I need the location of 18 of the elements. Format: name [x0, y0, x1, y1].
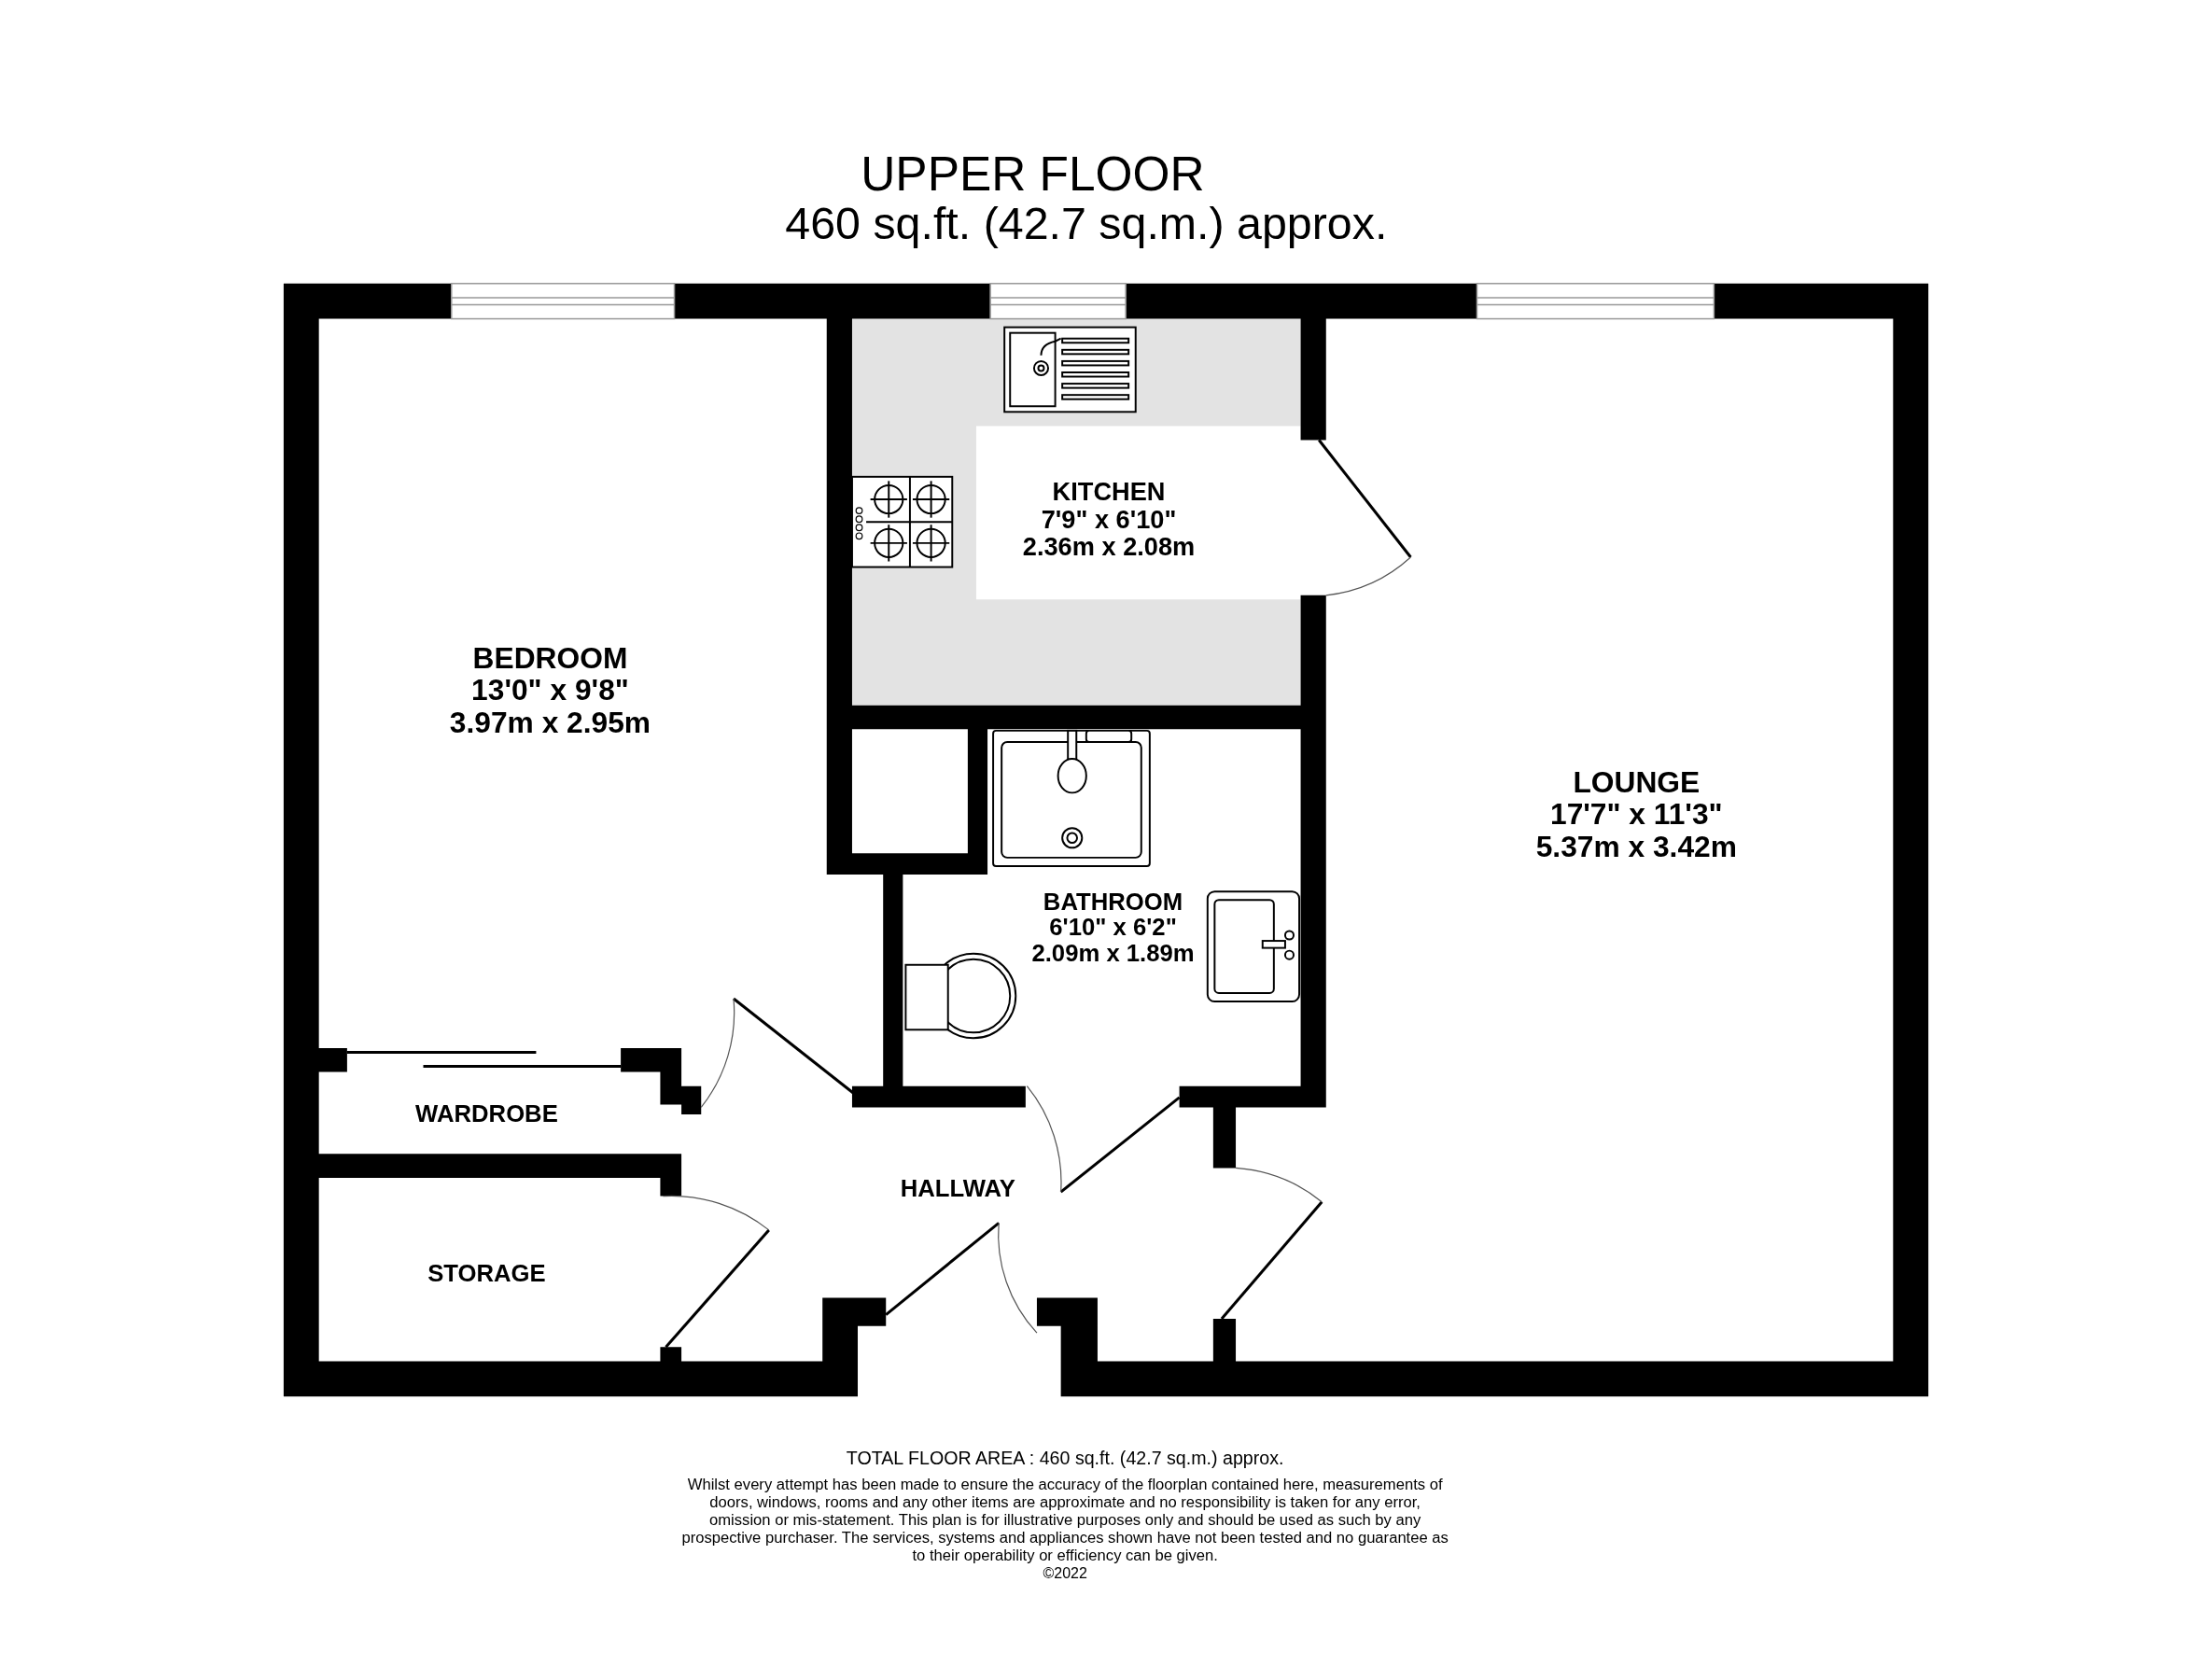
- copyright-note: ©2022: [1043, 1564, 1087, 1582]
- room-name: WARDROBE: [415, 1101, 558, 1127]
- total-floor-area-note: TOTAL FLOOR AREA : 460 sq.ft. (42.7 sq.m.) approx.: [846, 1447, 1284, 1469]
- room-name: BEDROOM: [471, 641, 629, 674]
- room-dimensions: 2.09m x 1.89m: [1031, 941, 1195, 968]
- room-name: STORAGE: [427, 1261, 546, 1287]
- room-dimensions: 2.36m x 2.08m: [1022, 532, 1196, 561]
- disclaimer-text: Whilst every attempt has been made to ensure the accuracy of the floorplan contained here, measurements of doors, windows, rooms and any other items are approximate and no responsibility is taken for any error, omission or mis-statement. This plan is for illustrative purposes only and should be used as such by any prospective purchaser. The services, systems and appliances shown have not been tested and no guarantee as to their operability or efficiency can be given.: [680, 1476, 1449, 1565]
- room-dimensions: 13'0" x 9'8": [470, 674, 630, 707]
- room-dimensions: 7'9" x 6'10": [1040, 505, 1178, 533]
- room-dimensions: 6'10" x 6'2": [1048, 915, 1178, 942]
- room-name: BATHROOM: [1042, 889, 1184, 916]
- room-dimensions: 3.97m x 2.95m: [449, 706, 651, 738]
- room-name: LOUNGE: [1572, 765, 1701, 798]
- room-name: KITCHEN: [1051, 478, 1167, 506]
- room-dimensions: 5.37m x 3.42m: [1535, 830, 1737, 862]
- room-name: HALLWAY: [900, 1176, 1015, 1203]
- room-dimensions: 17'7" x 11'3": [1549, 798, 1724, 831]
